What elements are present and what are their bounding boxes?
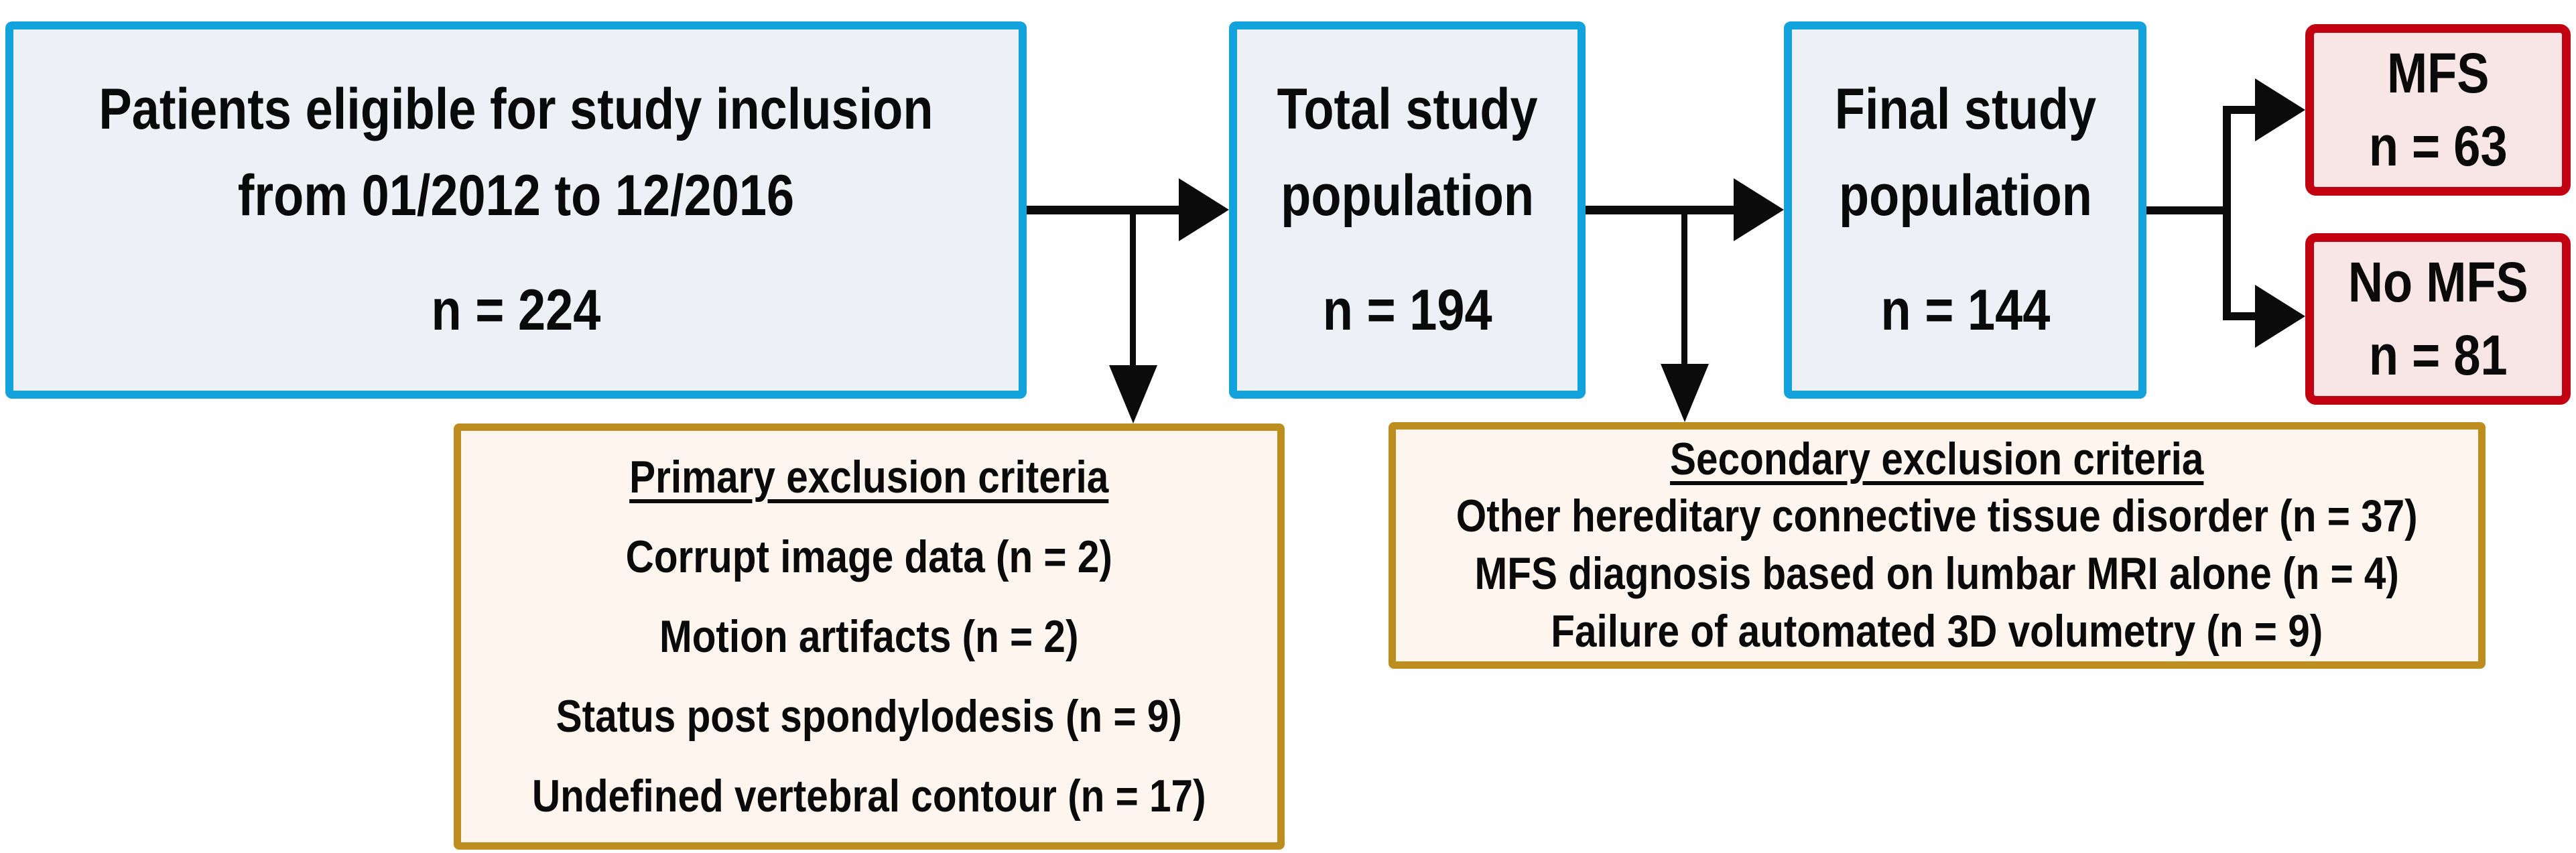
count-label: n = 63 (2368, 115, 2508, 178)
flow-box-eligible-patients: Patients eligible for study inclusion fr… (5, 21, 1027, 399)
flow-box-total-population: Total study population n = 194 (1229, 21, 1586, 399)
exclusion-item: Status post spondylodesis (n = 9) (556, 690, 1183, 742)
flow-box-line: population (1281, 163, 1534, 228)
arrowhead-right-icon (2255, 78, 2305, 141)
fork-bottom-branch-line (2223, 312, 2263, 320)
outcome-label: MFS (2386, 41, 2490, 105)
outcome-box-no-mfs-text: No MFS n = 81 (2348, 246, 2528, 392)
primary-exclusion-title: Primary exclusion criteria (629, 451, 1109, 503)
outcome-label: No MFS (2347, 250, 2528, 314)
exclusion-item: Undefined vertebral contour (n = 17) (532, 770, 1206, 822)
count-label: n = 81 (2368, 324, 2508, 387)
branch-to-secondary-exclusion-line (1681, 210, 1687, 367)
exclusion-item: Corrupt image data (n = 2) (625, 531, 1113, 582)
outcome-box-no-mfs: No MFS n = 81 (2305, 233, 2571, 405)
count-label: n = 224 (431, 278, 601, 342)
exclusion-item: Failure of automated 3D volumetry (n = 9… (1551, 605, 2323, 657)
arrow-eligible-to-total-line (1027, 206, 1182, 214)
arrowhead-down-icon (1661, 364, 1709, 422)
arrowhead-down-icon (1109, 365, 1157, 423)
secondary-exclusion-text: Secondary exclusion criteria Other hered… (1456, 431, 2418, 661)
arrowhead-right-icon (2255, 285, 2305, 348)
count-label: n = 194 (1322, 278, 1492, 342)
primary-exclusion-text: Primary exclusion criteria Corrupt image… (532, 438, 1206, 836)
flow-box-line: Total study (1277, 77, 1538, 141)
secondary-exclusion-box: Secondary exclusion criteria Other hered… (1389, 422, 2486, 669)
arrowhead-right-icon (1179, 178, 1229, 241)
flow-box-line: Final study (1834, 77, 2096, 141)
flow-box-final-population: Final study population n = 144 (1784, 21, 2146, 399)
exclusion-item: Other hereditary connective tissue disor… (1456, 490, 2418, 542)
flow-box-eligible-text: Patients eligible for study inclusion fr… (99, 66, 933, 354)
fork-top-branch-line (2223, 106, 2263, 114)
flow-box-final-text: Final study population n = 144 (1834, 66, 2096, 354)
fork-stem-line (2146, 206, 2231, 214)
branch-to-primary-exclusion-line (1130, 210, 1136, 368)
exclusion-item: MFS diagnosis based on lumbar MRI alone … (1474, 548, 2400, 599)
count-label: n = 144 (1880, 278, 2050, 342)
flow-box-line: from 01/2012 to 12/2016 (237, 163, 795, 228)
outcome-box-mfs: MFS n = 63 (2305, 24, 2571, 196)
primary-exclusion-box: Primary exclusion criteria Corrupt image… (454, 423, 1285, 850)
flow-box-total-text: Total study population n = 194 (1277, 66, 1538, 354)
secondary-exclusion-title: Secondary exclusion criteria (1670, 433, 2204, 484)
flow-box-line: Patients eligible for study inclusion (99, 77, 933, 141)
arrowhead-right-icon (1734, 178, 1784, 241)
arrow-total-to-final-line (1586, 206, 1738, 214)
fork-vertical-line (2223, 106, 2231, 320)
outcome-box-mfs-text: MFS n = 63 (2369, 37, 2508, 183)
exclusion-item: Motion artifacts (n = 2) (659, 610, 1079, 662)
flow-box-line: population (1838, 163, 2092, 228)
